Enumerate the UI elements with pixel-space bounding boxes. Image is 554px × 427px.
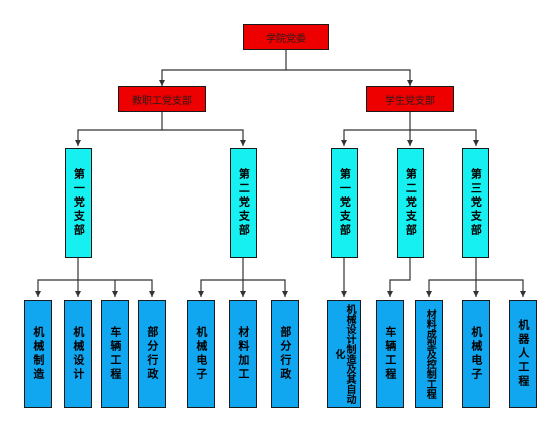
unit-label: 车辆工程 <box>383 326 397 382</box>
group-faculty-label: 教职工党支部 <box>132 95 192 107</box>
unit-label: 机械设计 <box>71 326 85 382</box>
unit-label: 机械设计制造及其自动化 <box>333 304 355 404</box>
unit-faculty-1-2: 机械设计 <box>64 300 92 408</box>
unit-faculty-1-3: 车辆工程 <box>101 300 129 408</box>
connector-root-faculty <box>159 50 287 86</box>
group-faculty: 教职工党支部 <box>118 86 206 112</box>
student-branch-3: 第三党支部 <box>462 148 489 258</box>
student-branch-1-label: 第一党支部 <box>338 168 352 238</box>
unit-student-1-1: 机械设计制造及其自动化 <box>327 300 361 408</box>
unit-student-3-1: 材料成型及控制工程 <box>415 300 443 408</box>
connector-sb3-units <box>426 258 477 297</box>
unit-label: 材料成型及控制工程 <box>424 309 436 399</box>
unit-label: 机械电子 <box>194 326 208 382</box>
group-student: 学生党支部 <box>366 86 454 112</box>
student-branch-3-label: 第三党支部 <box>469 168 483 238</box>
connector-fb2-units <box>198 258 244 297</box>
unit-faculty-2-3: 部分行政 <box>271 300 299 408</box>
student-branch-2-label: 第二党支部 <box>404 168 418 238</box>
faculty-branch-1-label: 第一党支部 <box>72 168 86 238</box>
unit-label: 部分行政 <box>145 326 159 382</box>
unit-label: 机械电子 <box>469 326 483 382</box>
connector-student-b1 <box>341 112 411 146</box>
unit-student-3-2: 机械电子 <box>462 300 490 408</box>
unit-faculty-1-4: 部分行政 <box>138 300 166 408</box>
faculty-branch-2: 第二党支部 <box>230 148 257 258</box>
connector-faculty-b1 <box>75 112 163 146</box>
connector-faculty-b2 <box>162 129 246 146</box>
unit-student-2-1: 车辆工程 <box>376 300 404 408</box>
root-label: 学院党委 <box>266 33 306 45</box>
student-branch-2: 第二党支部 <box>397 148 424 258</box>
faculty-branch-1: 第一党支部 <box>65 148 92 258</box>
unit-faculty-2-2: 材料加工 <box>229 300 257 408</box>
faculty-branch-2-label: 第二党支部 <box>237 168 251 238</box>
unit-label: 机器人工程 <box>516 319 530 389</box>
unit-label: 部分行政 <box>278 326 292 382</box>
unit-label: 机械制造 <box>31 326 45 382</box>
group-student-label: 学生党支部 <box>385 95 435 107</box>
connector-fb1-units <box>35 258 79 297</box>
unit-label: 车辆工程 <box>108 326 122 382</box>
student-branch-1: 第一党支部 <box>331 148 358 258</box>
unit-student-3-3: 机器人工程 <box>509 300 537 408</box>
connector-student-b3 <box>410 129 479 146</box>
root-node: 学院党委 <box>243 24 329 50</box>
unit-label: 材料加工 <box>236 326 250 382</box>
unit-faculty-1-1: 机械制造 <box>24 300 52 408</box>
connector-root-student <box>286 69 413 86</box>
unit-faculty-2-1: 机械电子 <box>187 300 215 408</box>
connector-sb2-units <box>387 258 411 297</box>
